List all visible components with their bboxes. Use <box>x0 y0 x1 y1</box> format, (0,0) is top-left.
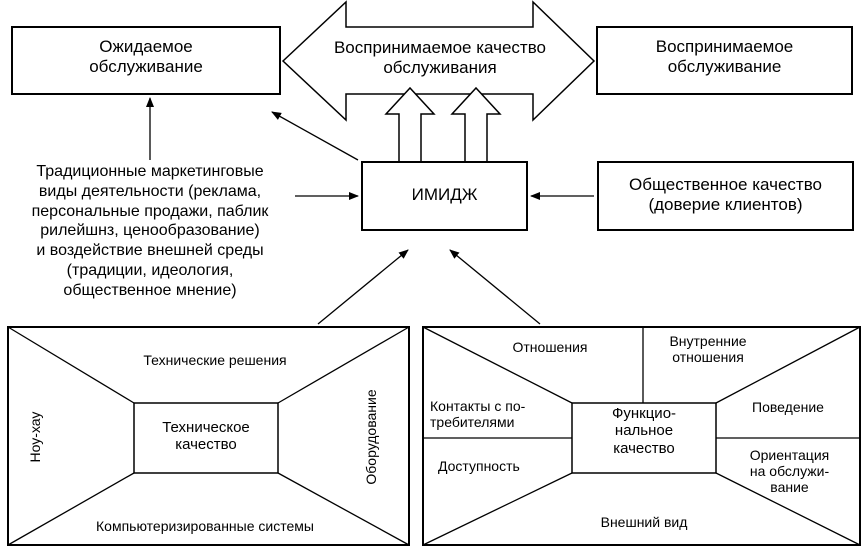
public-quality-box <box>597 161 854 231</box>
image-box <box>361 161 528 231</box>
perceived-service-box <box>596 26 853 95</box>
accessibility-label: Доступность <box>438 458 520 474</box>
appearance-label: Внешний вид <box>600 514 688 530</box>
behavior-label: Поведение <box>752 399 824 415</box>
expected-service-box <box>11 26 281 95</box>
technical-quality-label: Техническое качество <box>162 419 250 454</box>
technical-quality-frame <box>7 326 410 546</box>
arrow-technical-to-image <box>317 249 409 325</box>
technical-solutions-label: Технические решения <box>143 352 287 368</box>
know-how-label: Ноу-хау <box>27 411 43 463</box>
perceived-quality-label: Воспринимаемое качество обслуживания <box>333 38 547 77</box>
arrow-functional-to-image <box>449 249 541 325</box>
arrow-image-to-expected <box>271 111 359 161</box>
marketing-activities-label: Традиционные маркетинговые виды деятельн… <box>31 163 269 299</box>
relations-label: Отношения <box>512 339 588 355</box>
hollow-up-arrow-right <box>450 86 502 163</box>
image-label: ИМИДЖ <box>411 185 478 204</box>
expected-service-label: Ожидаемое обслуживание <box>89 37 203 76</box>
functional-quality-frame <box>422 326 861 546</box>
perceived-quality-double-arrow <box>281 0 596 122</box>
customer-contacts-label: Контакты с по- требителями <box>430 398 526 431</box>
computer-systems-label: Компьютеризированные системы <box>96 518 314 534</box>
service-orientation-label: Ориентация на обслужи- вание <box>749 447 830 496</box>
hollow-up-arrow-left <box>384 86 436 163</box>
internal-relations-label: Внутренние отношения <box>669 333 747 366</box>
functional-quality-label: Функцио- нальное качество <box>611 405 677 457</box>
equipment-label: Оборудование <box>363 389 379 485</box>
public-quality-label: Общественное качество (доверие клиентов) <box>629 175 822 214</box>
perceived-service-label: Воспринимаемое обслуживание <box>655 37 794 76</box>
